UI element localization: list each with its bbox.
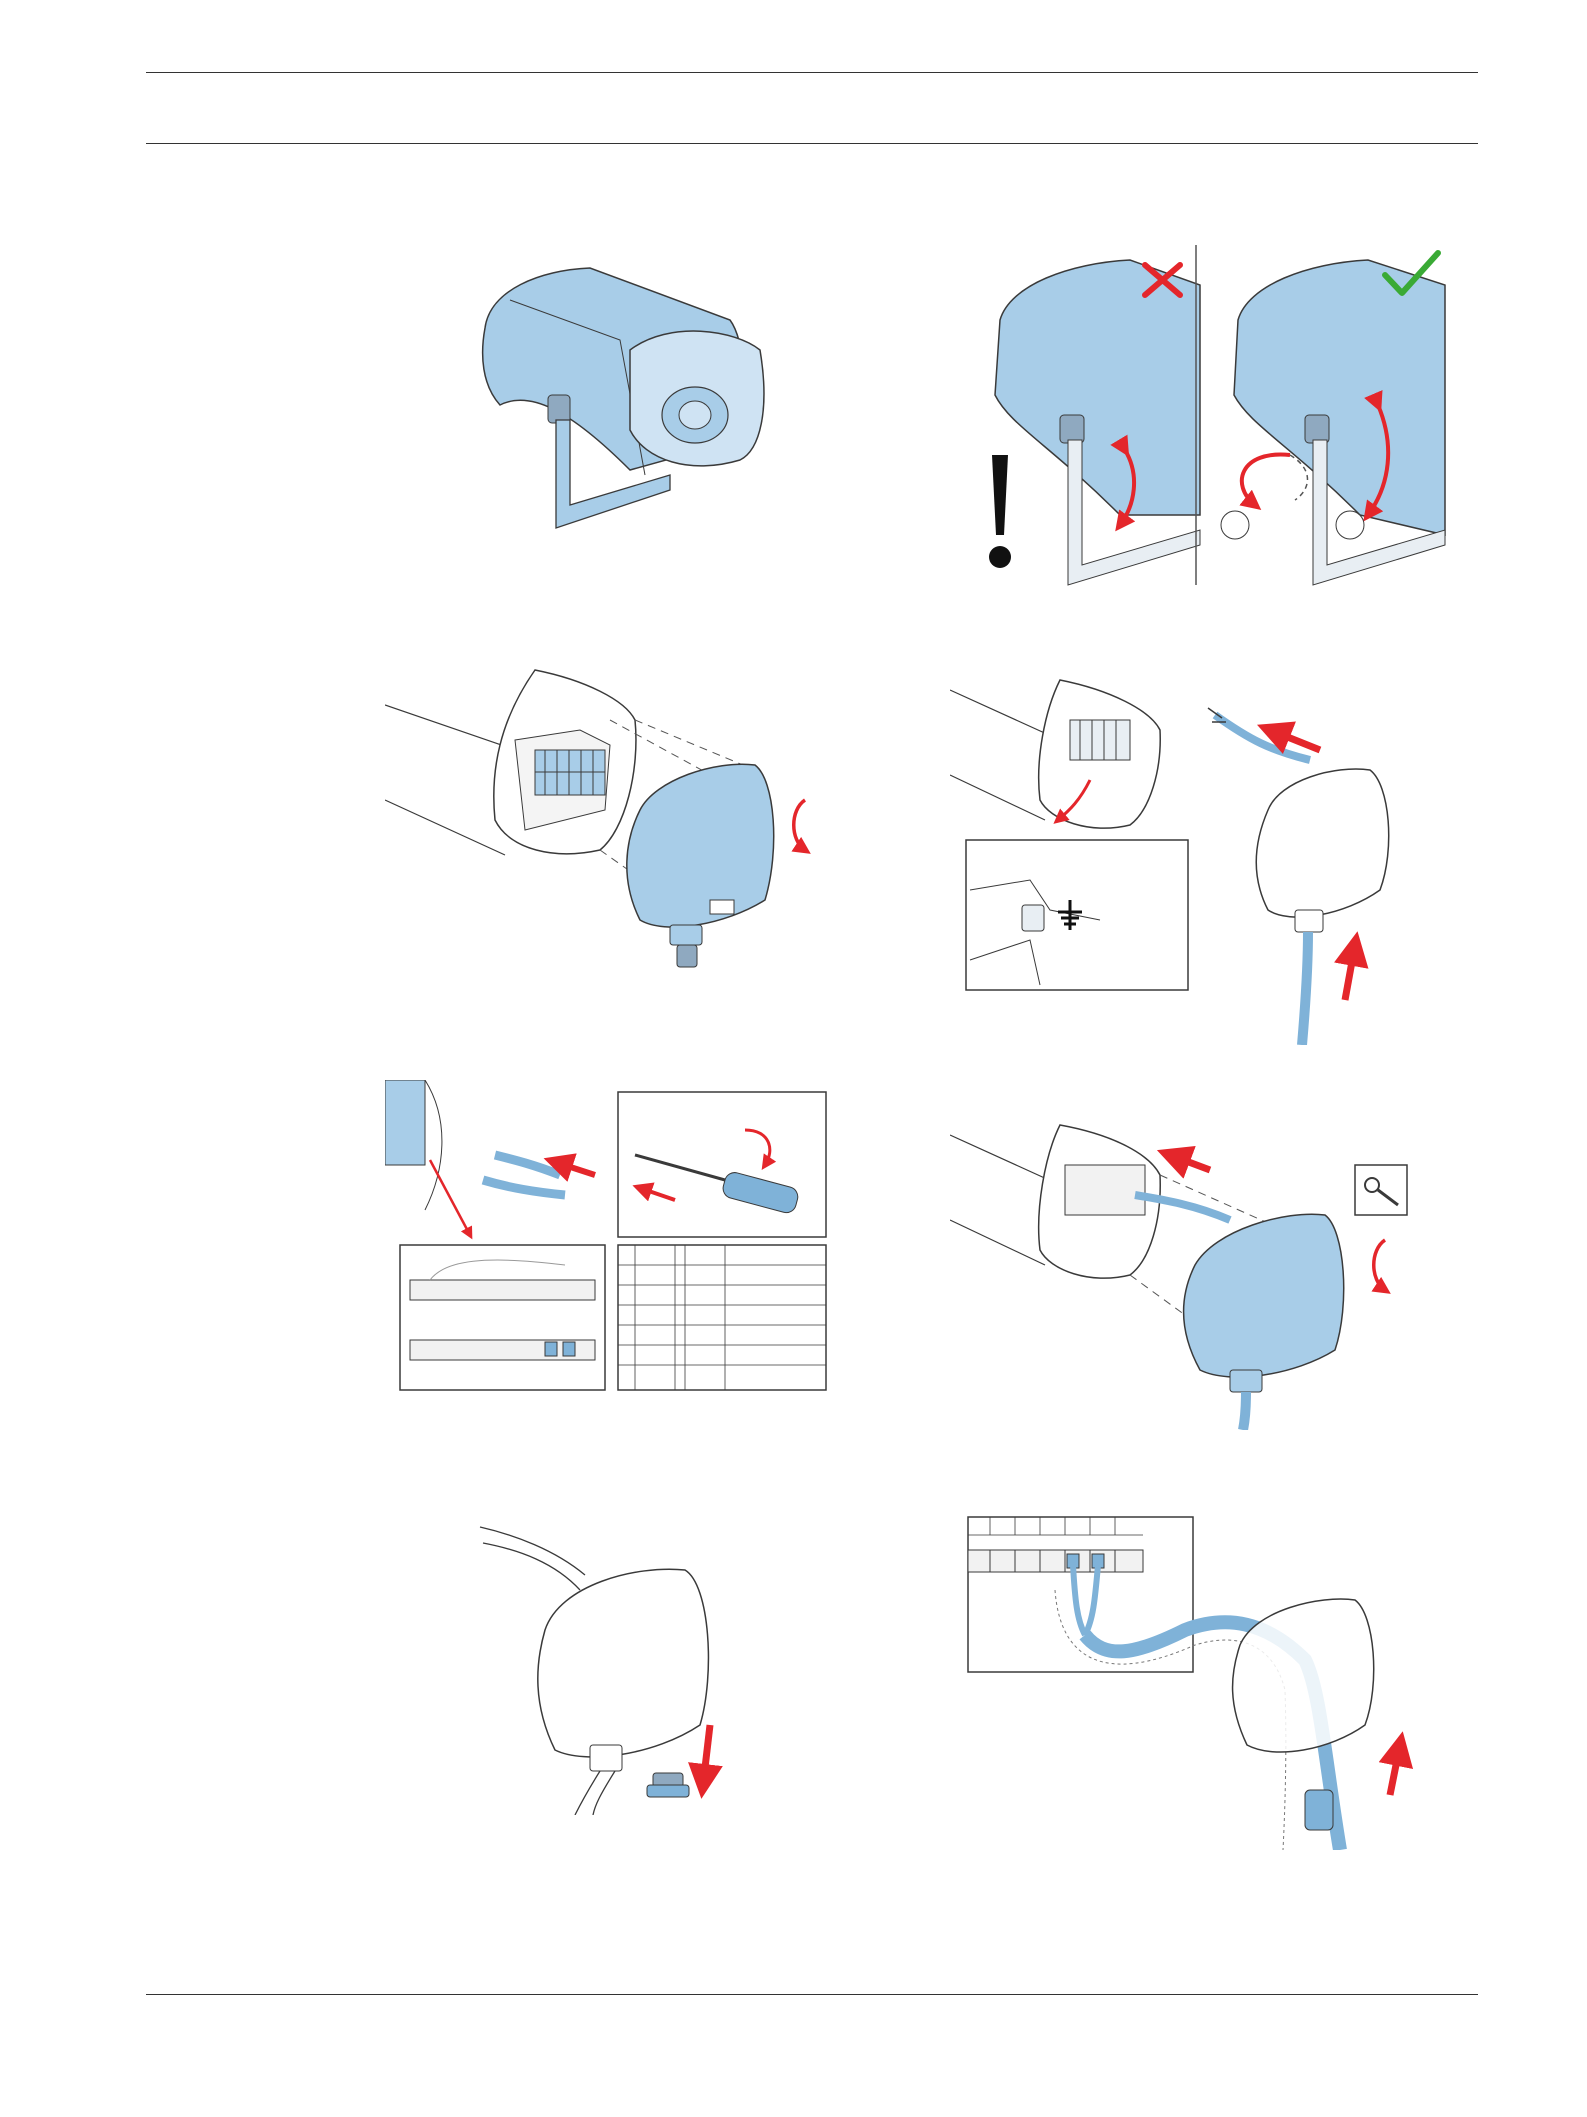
terminal-block-icon [535,750,605,795]
arrow-icon [1345,945,1355,1000]
figure-7-blind-plug [475,1515,765,1815]
arrow-icon [1390,1745,1400,1795]
figure-5-wiring-terminals [385,1080,830,1395]
ring-lug-icon [1355,1165,1407,1215]
screw-turn-icon [1374,1240,1385,1290]
figure-2-angle-adjust [970,245,1450,590]
screw-turn-icon [794,800,805,850]
figure-6-refit-cover [950,1080,1420,1430]
header-rule-bottom [146,143,1478,144]
rotate-arrow-icon [1242,455,1308,505]
arrow-icon [703,1725,710,1785]
rear-cover-icon [627,764,774,967]
blind-plug-icon [647,1773,689,1797]
figure-1-loudspeaker [470,260,770,550]
exclamation-icon [989,455,1011,568]
figure-3-remove-cover [385,660,825,1005]
figure-8-loop-through [965,1510,1425,1850]
footer-rule [146,1994,1478,1995]
header-rule-top [146,72,1478,73]
horn-loudspeaker-icon [470,260,770,550]
figure-4-cable-entry [950,660,1430,1045]
